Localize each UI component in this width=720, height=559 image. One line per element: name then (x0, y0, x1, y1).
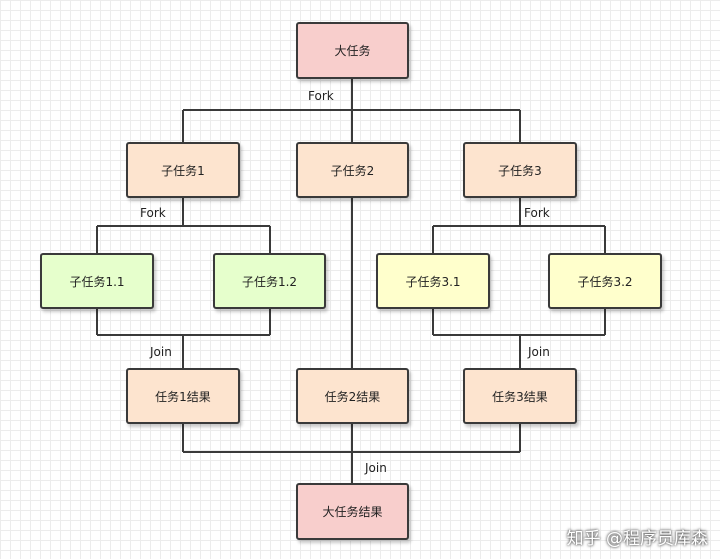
node-sub12[interactable]: 子任务1.2 (213, 253, 326, 309)
watermark: 知乎 @程序员库森 (566, 529, 708, 549)
node-sub2-label: 子任务2 (330, 163, 375, 178)
fork-label-sub3: Fork (524, 206, 550, 220)
node-res1[interactable]: 任务1结果 (126, 368, 240, 424)
node-root-label: 大任务 (334, 44, 371, 58)
node-sub2[interactable]: 子任务2 (296, 142, 409, 198)
node-res1-label: 任务1结果 (155, 389, 211, 404)
fork-label-sub1: Fork (140, 206, 166, 220)
node-res2[interactable]: 任务2结果 (296, 368, 409, 424)
node-sub31-label: 子任务3.1 (405, 274, 461, 289)
node-sub31[interactable]: 子任务3.1 (376, 253, 490, 309)
node-res3-label: 任务3结果 (492, 389, 548, 404)
node-res2-label: 任务2结果 (324, 389, 381, 404)
node-sub11[interactable]: 子任务1.1 (40, 253, 154, 309)
fork-label-root: Fork (308, 89, 334, 103)
node-sub3[interactable]: 子任务3 (463, 142, 577, 198)
node-sub32[interactable]: 子任务3.2 (548, 253, 662, 309)
node-sub1-label: 子任务1 (161, 163, 205, 178)
join-label-final: Join (365, 461, 387, 475)
join-label-sub1: Join (150, 345, 172, 359)
node-sub1[interactable]: 子任务1 (126, 142, 240, 198)
node-sub3-label: 子任务3 (498, 163, 542, 178)
node-res3[interactable]: 任务3结果 (463, 368, 577, 424)
node-sub11-label: 子任务1.1 (69, 274, 125, 289)
node-sub12-label: 子任务1.2 (241, 274, 298, 289)
node-final-label: 大任务结果 (322, 505, 383, 519)
node-sub32-label: 子任务3.2 (577, 274, 633, 289)
join-label-sub3: Join (528, 345, 550, 359)
node-final[interactable]: 大任务结果 (296, 483, 409, 540)
node-root[interactable]: 大任务 (296, 22, 409, 79)
